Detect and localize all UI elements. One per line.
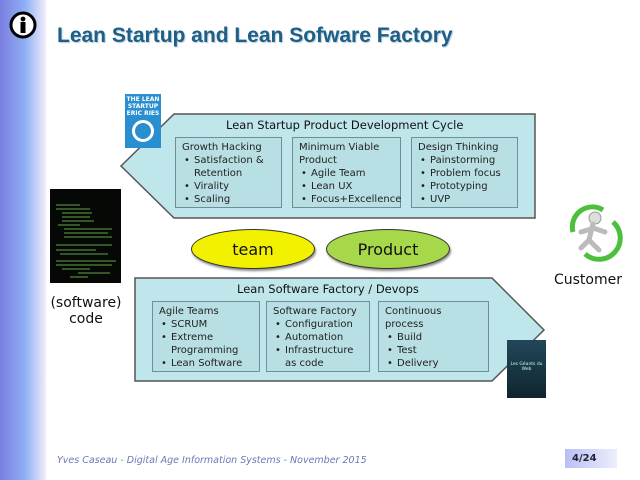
- info-person-icon[interactable]: [9, 11, 37, 39]
- sidebar-gradient: [0, 0, 46, 480]
- customer-running-figure-icon: [563, 202, 623, 262]
- list-item: Problem focus: [420, 167, 511, 180]
- list-item: Infrastructure as code: [275, 344, 363, 370]
- lean-startup-book-cover: THE LEAN STARTUP ERIC RIES: [125, 94, 161, 148]
- list-item: Lean UX: [301, 180, 394, 193]
- continuous-process-box: Continuous process Build Test Delivery: [378, 301, 489, 372]
- list-item: Lean Software: [161, 357, 253, 370]
- list-item: SCRUM: [161, 318, 253, 331]
- list-item: Delivery: [387, 357, 482, 370]
- geants-du-web-book-cover: Les Géants du Web: [507, 340, 546, 398]
- software-factory-box: Software Factory Configuration Automatio…: [266, 301, 370, 372]
- team-ellipse: team: [191, 229, 315, 269]
- list-item: Extreme Programming: [161, 331, 253, 357]
- top-panel-header: Lean Startup Product Development Cycle: [226, 118, 464, 132]
- list-item: Focus+Excellence: [301, 193, 401, 206]
- footer-text: Yves Caseau - Digital Age Information Sy…: [57, 455, 367, 466]
- growth-hacking-box: Growth Hacking Satisfaction & Retention …: [175, 137, 282, 208]
- list-item: UVP: [420, 193, 511, 206]
- list-item: Test: [387, 344, 482, 357]
- product-ellipse: Product: [326, 229, 450, 269]
- list-item: Agile Team: [301, 167, 394, 180]
- list-item: Configuration: [275, 318, 363, 331]
- design-thinking-box: Design Thinking Painstorming Problem foc…: [411, 137, 518, 208]
- list-item: Virality: [184, 180, 275, 193]
- list-item: Build: [387, 331, 482, 344]
- customer-label: Customer: [553, 272, 622, 288]
- agile-teams-box: Agile Teams SCRUM Extreme Programming Le…: [152, 301, 260, 372]
- list-item: Scaling: [184, 193, 275, 206]
- slide-title: Lean Startup and Lean Sofware Factory: [57, 24, 453, 47]
- mvp-box: Minimum Viable Product Agile Team Lean U…: [292, 137, 401, 208]
- list-item: Automation: [275, 331, 363, 344]
- bottom-panel-header: Lean Software Factory / Devops: [237, 282, 419, 296]
- page-number: 4/24: [565, 449, 617, 468]
- source-code-image: [50, 189, 121, 283]
- list-item: Satisfaction & Retention: [184, 154, 275, 180]
- list-item: Painstorming: [420, 154, 511, 167]
- list-item: Prototyping: [420, 180, 511, 193]
- software-code-label: (software) code: [50, 295, 122, 327]
